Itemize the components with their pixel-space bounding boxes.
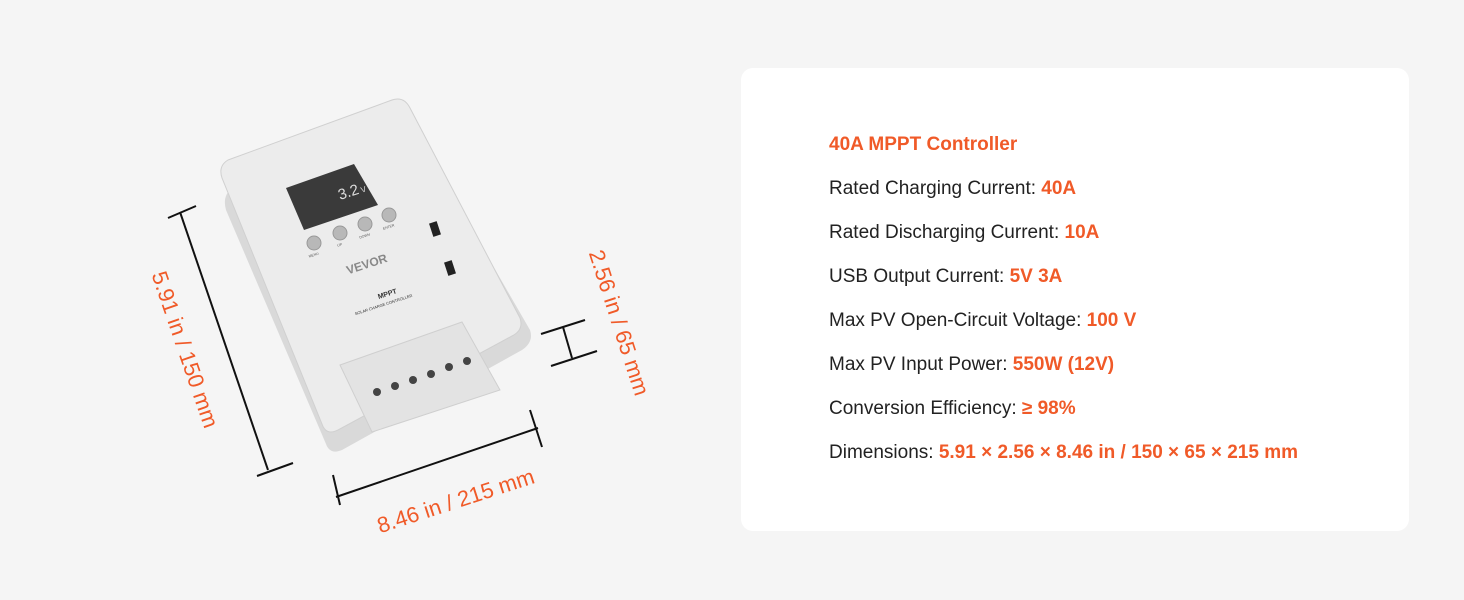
- charge-controller-device: 3.2V MENU UP DOWN ENTER VEVOR MPPT SOLAR…: [220, 98, 531, 452]
- spec-row: Dimensions: 5.91 × 2.56 × 8.46 in / 150 …: [829, 440, 1298, 484]
- spec-row: Rated Discharging Current: 10A: [829, 220, 1298, 264]
- usb-port-1: [429, 221, 441, 237]
- svg-text:MENU: MENU: [308, 251, 319, 258]
- spec-label: Rated Discharging Current:: [829, 222, 1065, 243]
- spec-row: Max PV Input Power: 550W (12V): [829, 352, 1298, 396]
- spec-label: Rated Charging Current:: [829, 178, 1042, 199]
- spec-row: Max PV Open-Circuit Voltage: 100 V: [829, 308, 1298, 352]
- usb-port-2: [444, 260, 456, 276]
- svg-text:ENTER: ENTER: [382, 223, 395, 231]
- spec-list: 40A MPPT Controller Rated Charging Curre…: [829, 132, 1298, 484]
- spec-label: Max PV Input Power:: [829, 354, 1013, 375]
- menu-button: [306, 235, 322, 251]
- spec-value: 550W (12V): [1012, 354, 1115, 375]
- lcd-value: 3.2V: [336, 179, 369, 204]
- product-illustration: 5.91 in / 150 mm 8.46 in / 215 mm 2.56 i…: [147, 98, 655, 538]
- spec-value: 40A: [1041, 178, 1077, 199]
- spec-card: 40A MPPT Controller Rated Charging Curre…: [741, 68, 1409, 531]
- depth-dimension: [540, 319, 598, 367]
- width-dimension: [332, 409, 543, 506]
- spec-label: Dimensions:: [829, 442, 939, 463]
- spec-row: Conversion Efficiency: ≥ 98%: [829, 396, 1298, 440]
- height-label: 5.91 in / 150 mm: [147, 268, 224, 431]
- spec-row: Rated Charging Current: 40A: [829, 176, 1298, 220]
- spec-title: 40A MPPT Controller: [829, 134, 1018, 155]
- svg-text:DOWN: DOWN: [359, 232, 371, 239]
- spec-value: 5V 3A: [1009, 266, 1063, 287]
- svg-text:UP: UP: [337, 242, 343, 248]
- spec-value: 5.91 × 2.56 × 8.46 in / 150 × 65 × 215 m…: [938, 442, 1298, 463]
- spec-label: Max PV Open-Circuit Voltage:: [829, 310, 1087, 331]
- spec-value: 10A: [1064, 222, 1100, 243]
- spec-value: ≥ 98%: [1021, 398, 1076, 419]
- spec-row: USB Output Current: 5V 3A: [829, 264, 1298, 308]
- height-dimension: [167, 205, 294, 477]
- spec-label: USB Output Current:: [829, 266, 1010, 287]
- up-button: [332, 225, 348, 241]
- lcd-screen: [286, 164, 378, 230]
- depth-label: 2.56 in / 65 mm: [584, 247, 655, 399]
- spec-label: Conversion Efficiency:: [829, 398, 1022, 419]
- spec-value: 100 V: [1086, 310, 1137, 331]
- down-button: [357, 216, 373, 232]
- enter-button: [381, 207, 397, 223]
